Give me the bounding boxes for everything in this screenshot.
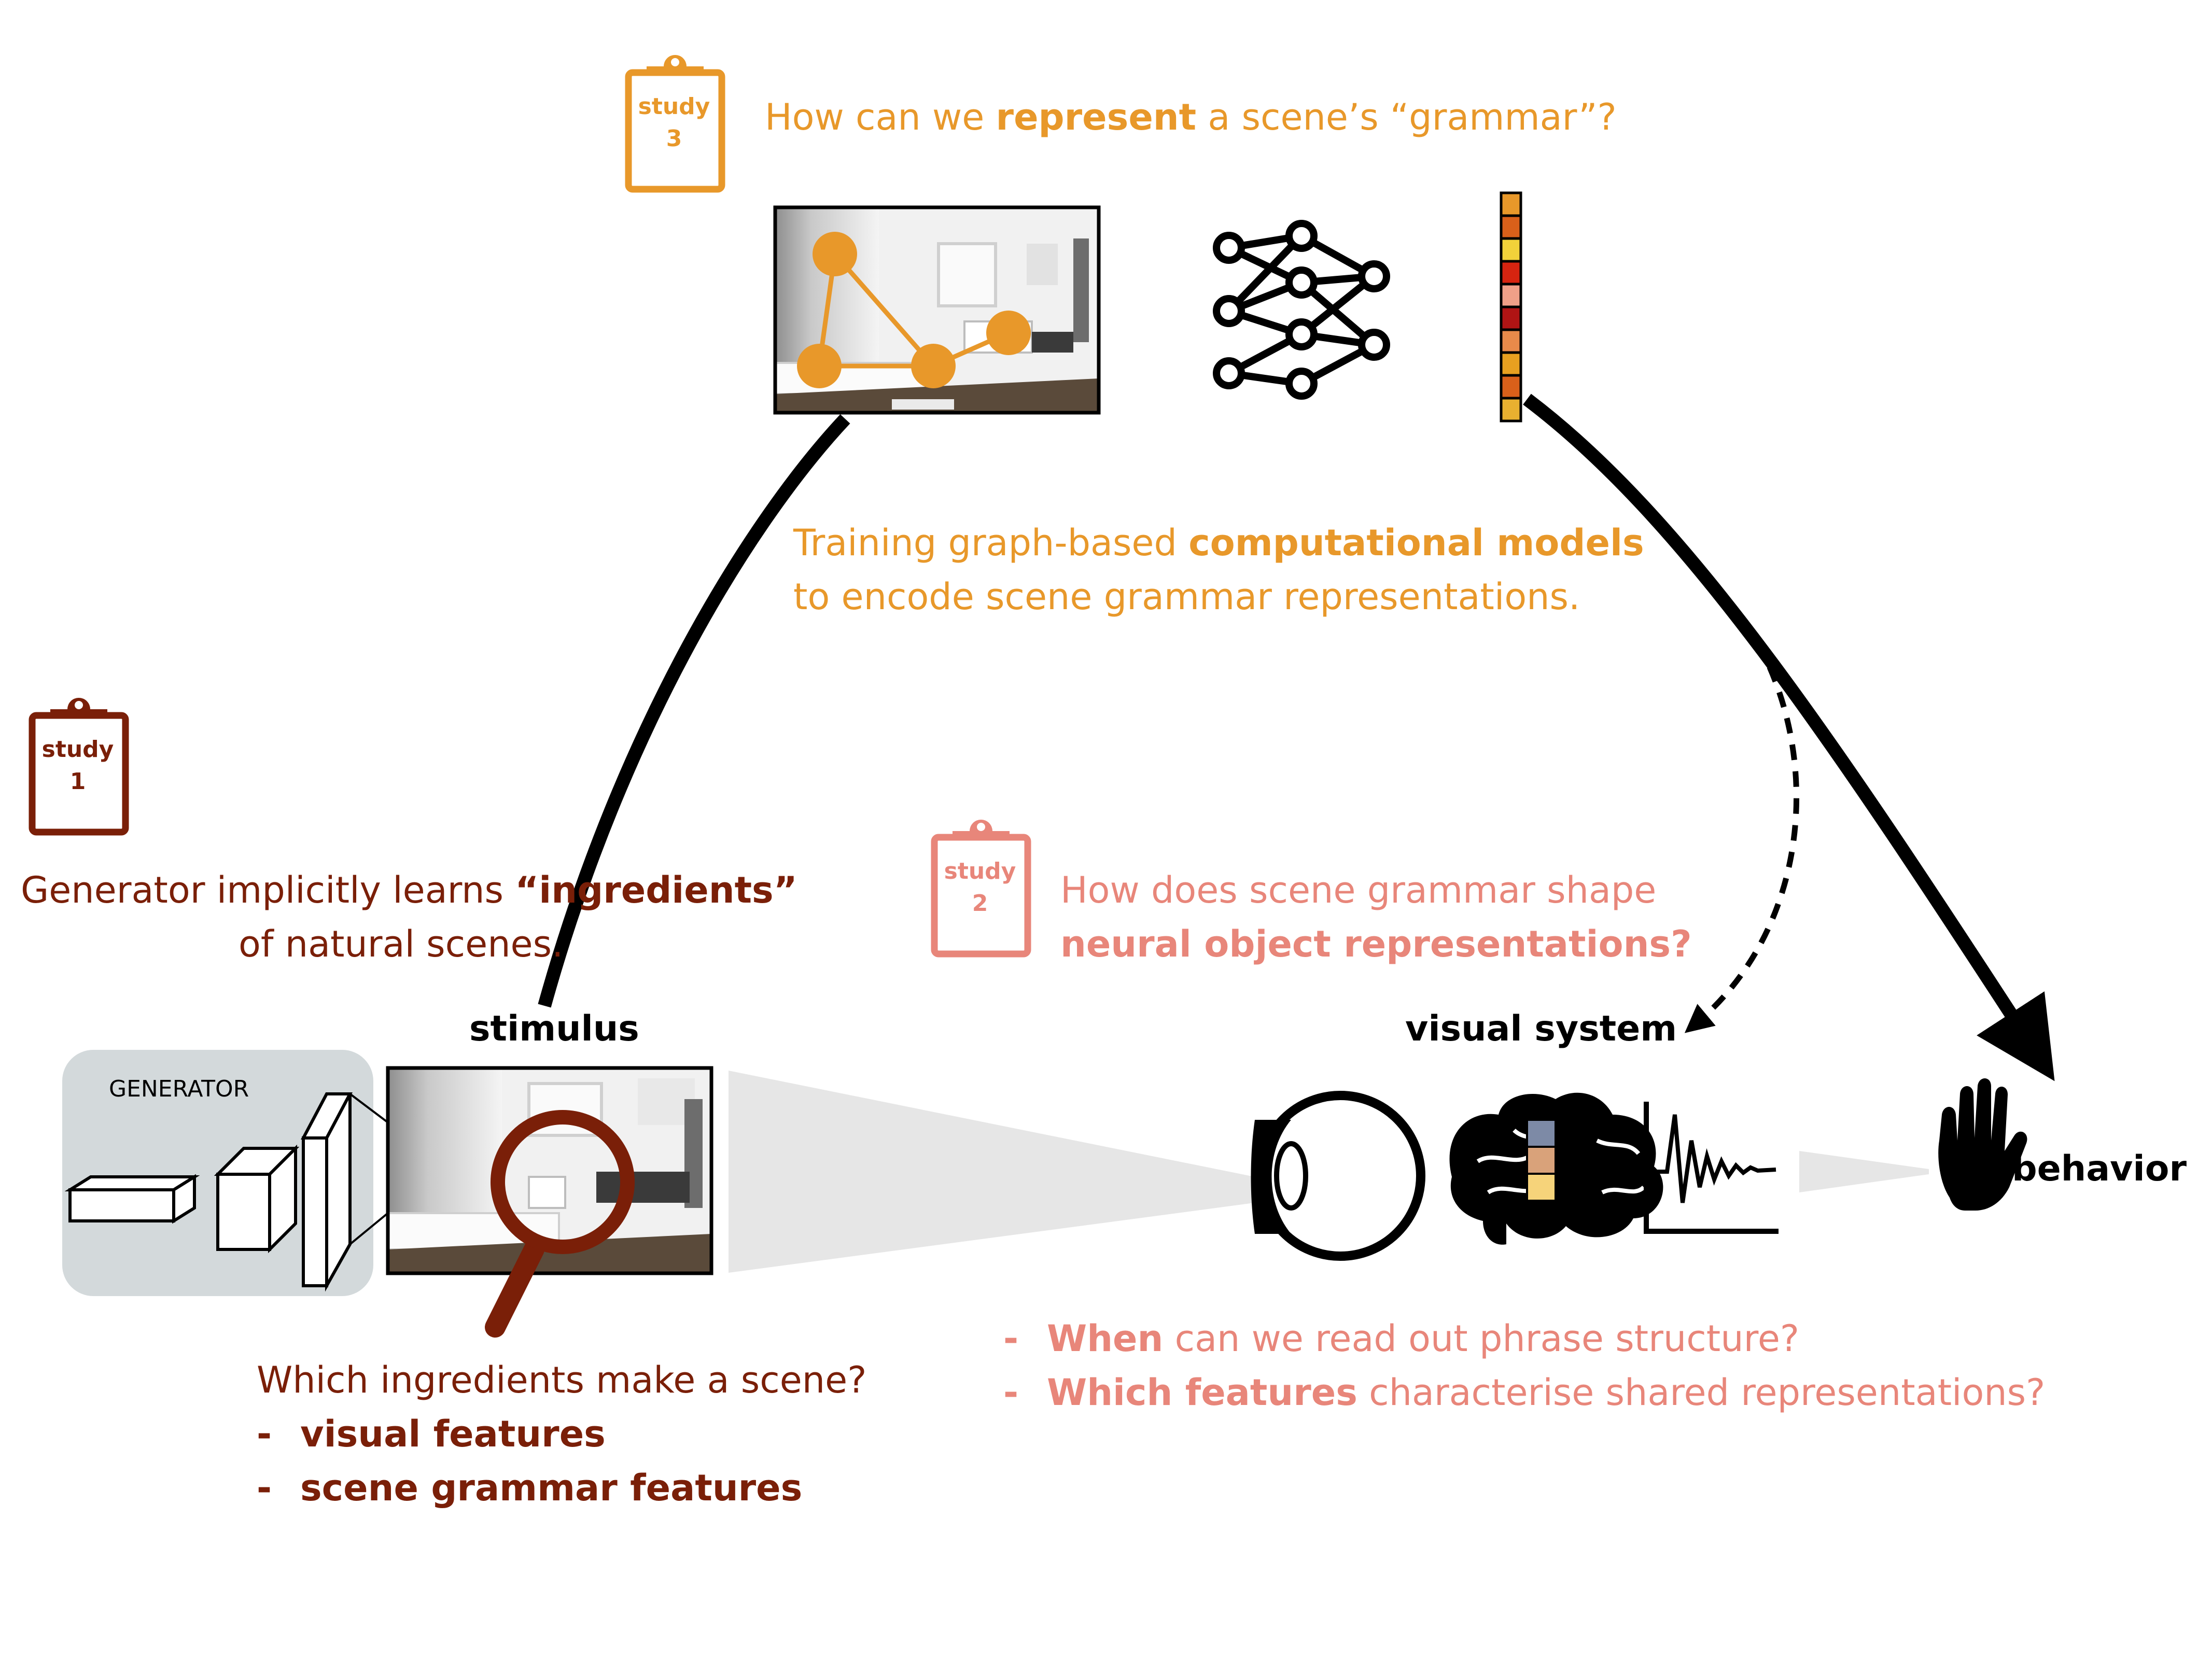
- clipboard-icon-study-2: [931, 820, 1031, 958]
- study2-badge-number: 2: [972, 890, 988, 917]
- generator-label: GENERATOR: [109, 1076, 249, 1102]
- study1-badge-number: 1: [69, 768, 86, 795]
- study3-desc-bold: computational models: [1188, 522, 1644, 564]
- study2-question-line1: How does scene grammar shape: [1060, 869, 1657, 911]
- study1-badge: study 1: [29, 734, 127, 798]
- study3-description: Training graph-based computational model…: [793, 516, 1644, 624]
- bullet-dash: -: [1003, 1317, 1019, 1360]
- neural-signal-plot-icon: [1644, 1102, 1779, 1234]
- visual-system-label: visual system: [1405, 1008, 1677, 1049]
- study3-badge-number: 3: [666, 125, 682, 152]
- embedding-vector-icon: [1500, 191, 1522, 423]
- embedding-cell: [1500, 351, 1522, 377]
- bullet-dash: -: [1003, 1371, 1019, 1414]
- clipboard-icon-study-1: [29, 698, 129, 836]
- study3-question: How can we represent a scene’s “grammar”…: [765, 96, 1617, 138]
- clipboard-hole: [75, 701, 83, 709]
- study1-question: Which ingredients make a scene? -visual …: [257, 1353, 866, 1515]
- embedding-cell: [1500, 305, 1522, 331]
- clipboard-icon-study-3: [625, 55, 725, 193]
- study3-question-pre: How can we: [765, 96, 996, 138]
- embedding-cell: [1500, 397, 1522, 423]
- embedding-cell: [1500, 237, 1522, 263]
- projection-beam: [729, 1071, 1255, 1273]
- embedding-cell: [1500, 260, 1522, 286]
- study2-badge: study 2: [931, 855, 1029, 920]
- study1-bullet: -scene grammar features: [257, 1461, 866, 1515]
- study2-badge-word: study: [944, 858, 1016, 884]
- study2-question: How does scene grammar shape neural obje…: [1060, 863, 1692, 971]
- embedding-cell: [1500, 283, 1522, 308]
- study1-description: Generator implicitly learns “ingredients…: [21, 863, 797, 971]
- arrow-stimulus-to-model: [538, 414, 850, 1008]
- study2-bullet-rest: characterise shared representations?: [1357, 1371, 2046, 1414]
- arrow-dashed-to-visual-system: [1684, 641, 1799, 1033]
- clipboard-hole: [671, 58, 679, 66]
- study3-question-post: a scene’s “grammar”?: [1196, 96, 1617, 138]
- study2-bullet: -When can we read out phrase structure?: [1003, 1312, 2045, 1366]
- study2-bullet: -Which features characterise shared repr…: [1003, 1366, 2045, 1419]
- behavior-label: behavior: [2012, 1148, 2187, 1189]
- generator-network-icon: [64, 1092, 389, 1292]
- magnifying-glass-icon: [485, 1110, 635, 1338]
- eye-icon: [1251, 1091, 1425, 1261]
- study2-bullet-bold: Which features: [1047, 1371, 1357, 1414]
- study1-badge-word: study: [41, 736, 114, 763]
- brain-icon: [1449, 1092, 1663, 1245]
- bullet-dash: -: [257, 1413, 272, 1455]
- study1-desc-line2: of natural scenes.: [239, 923, 564, 965]
- projection-beam-behavior: [1799, 1151, 1929, 1192]
- study1-bullet: -visual features: [257, 1407, 866, 1461]
- scene-graph-overlay: [797, 232, 1031, 388]
- embedding-cell: [1500, 214, 1522, 240]
- study1-desc-bold: “ingredients”: [515, 869, 797, 911]
- clipboard-hole: [977, 823, 985, 831]
- study3-desc-line2: to encode scene grammar representations.: [793, 575, 1580, 618]
- neural-network-icon: [1213, 220, 1390, 400]
- study3-badge: study 3: [625, 91, 723, 155]
- study1-desc-pre: Generator implicitly learns: [21, 869, 515, 911]
- study2-bullet-bold: When: [1047, 1317, 1164, 1360]
- study3-question-bold: represent: [996, 96, 1197, 138]
- bullet-dash: -: [257, 1467, 272, 1509]
- study1-bullet-text: visual features: [300, 1413, 606, 1455]
- study2-question-bold: neural object representations?: [1060, 923, 1692, 965]
- embedding-cell: [1500, 374, 1522, 400]
- study1-bullet-text: scene grammar features: [300, 1467, 803, 1509]
- embedding-cell: [1500, 191, 1522, 217]
- study3-desc-pre: Training graph-based: [793, 522, 1189, 564]
- embedding-cell: [1500, 328, 1522, 354]
- stimulus-label: stimulus: [469, 1008, 639, 1049]
- hand-icon: [1938, 1078, 2027, 1211]
- study3-badge-word: study: [638, 93, 710, 120]
- study2-bullets: -When can we read out phrase structure? …: [1003, 1312, 2045, 1419]
- study2-bullet-rest: can we read out phrase structure?: [1163, 1317, 1800, 1360]
- study1-question-text: Which ingredients make a scene?: [257, 1359, 867, 1401]
